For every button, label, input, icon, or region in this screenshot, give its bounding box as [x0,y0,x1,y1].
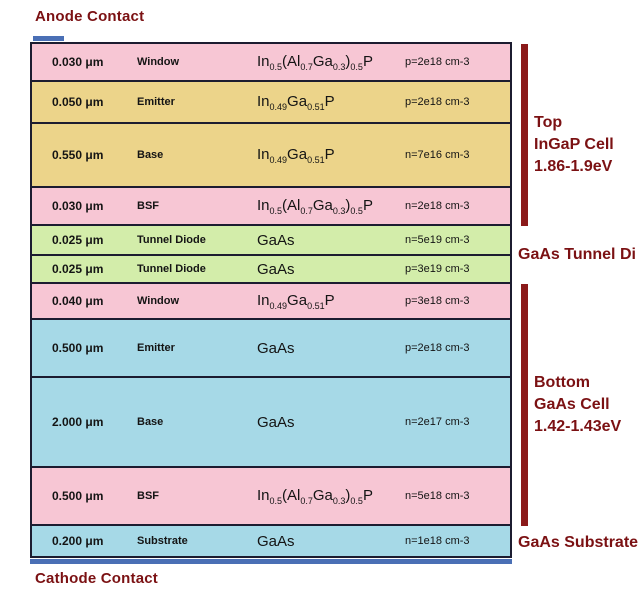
bottom-cell-label-line1: Bottom [534,374,590,391]
layer-thickness: 0.500 μm [52,489,104,503]
layer-row: 0.030 μm Window In0.5(Al0.7Ga0.3)0.5P p=… [32,44,510,82]
layer-thickness: 0.030 μm [52,199,104,213]
layer-thickness: 0.500 μm [52,341,104,355]
layer-material: GaAs [257,339,295,357]
top-cell-label-line3: 1.86-1.9eV [534,158,613,175]
layer-name: Base [137,149,164,161]
layer-row: 2.000 μm Base GaAs n=2e17 cm-3 [32,378,510,468]
anode-contact-label: Anode Contact [35,8,145,25]
layer-row: 0.550 μm Base In0.49Ga0.51P n=7e16 cm-3 [32,124,510,188]
layer-material: In0.49Ga0.51P [257,92,335,112]
layer-thickness: 0.200 μm [52,534,104,548]
layer-name: BSF [137,200,159,212]
layer-stack: 0.030 μm Window In0.5(Al0.7Ga0.3)0.5P p=… [30,42,512,558]
layer-material: In0.5(Al0.7Ga0.3)0.5P [257,196,373,216]
layer-name: Emitter [137,96,175,108]
layer-row: 0.025 μm Tunnel Diode GaAs n=5e19 cm-3 [32,226,510,256]
top-cell-label-line2: InGaP Cell [534,136,614,153]
layer-row: 0.500 μm BSF In0.5(Al0.7Ga0.3)0.5P n=5e1… [32,468,510,526]
layer-material: GaAs [257,532,295,550]
layer-name: Emitter [137,342,175,354]
cathode-contact-label: Cathode Contact [35,570,158,587]
layer-material: In0.49Ga0.51P [257,145,335,165]
layer-row: 0.025 μm Tunnel Diode GaAs p=3e19 cm-3 [32,256,510,284]
layer-material: In0.5(Al0.7Ga0.3)0.5P [257,52,373,72]
layer-thickness: 0.040 μm [52,294,104,308]
layer-row: 0.200 μm Substrate GaAs n=1e18 cm-3 [32,526,510,556]
layer-doping: p=3e19 cm-3 [405,263,470,275]
layer-material: GaAs [257,231,295,249]
cathode-contact-bar [30,559,512,564]
substrate-label: GaAs Substrate [518,534,639,551]
layer-row: 0.500 μm Emitter GaAs p=2e18 cm-3 [32,320,510,378]
bottom-cell-label: Bottom GaAs Cell 1.42-1.43eV [534,372,621,438]
layer-thickness: 0.025 μm [52,233,104,247]
layer-name: Window [137,56,180,68]
layer-name: Tunnel Diode [137,263,206,275]
anode-contact-bar [33,36,64,41]
layer-doping: n=7e16 cm-3 [405,149,470,161]
layer-row: 0.040 μm Window In0.49Ga0.51P p=3e18 cm-… [32,284,510,320]
bottom-cell-bracket [521,284,528,526]
layer-name: Window [137,295,180,307]
top-cell-bracket [521,44,528,226]
layer-thickness: 0.550 μm [52,148,104,162]
top-cell-label: Top InGaP Cell 1.86-1.9eV [534,112,614,178]
layer-doping: p=2e18 cm-3 [405,342,470,354]
layer-thickness: 0.025 μm [52,262,104,276]
layer-material: In0.49Ga0.51P [257,291,335,311]
layer-doping: p=2e18 cm-3 [405,56,470,68]
layer-doping: n=5e19 cm-3 [405,234,470,246]
top-cell-label-line1: Top [534,114,563,131]
layer-name: BSF [137,490,159,502]
layer-thickness: 2.000 μm [52,415,104,429]
layer-material: In0.5(Al0.7Ga0.3)0.5P [257,486,373,506]
layer-doping: n=2e18 cm-3 [405,200,470,212]
bottom-cell-label-line2: GaAs Cell [534,396,610,413]
layer-name: Base [137,416,164,428]
bottom-cell-label-line3: 1.42-1.43eV [534,418,622,435]
layer-material: GaAs [257,413,295,431]
layer-material: GaAs [257,260,295,278]
layer-doping: n=1e18 cm-3 [405,535,470,547]
layer-doping: p=3e18 cm-3 [405,295,470,307]
layer-thickness: 0.050 μm [52,95,104,109]
layer-row: 0.050 μm Emitter In0.49Ga0.51P p=2e18 cm… [32,82,510,124]
layer-doping: p=2e18 cm-3 [405,96,470,108]
layer-row: 0.030 μm BSF In0.5(Al0.7Ga0.3)0.5P n=2e1… [32,188,510,226]
layer-doping: n=5e18 cm-3 [405,490,470,502]
layer-doping: n=2e17 cm-3 [405,416,470,428]
tunnel-diode-label: GaAs Tunnel Di [518,246,636,263]
layer-thickness: 0.030 μm [52,55,104,69]
layer-name: Tunnel Diode [137,234,206,246]
layer-name: Substrate [137,535,188,547]
